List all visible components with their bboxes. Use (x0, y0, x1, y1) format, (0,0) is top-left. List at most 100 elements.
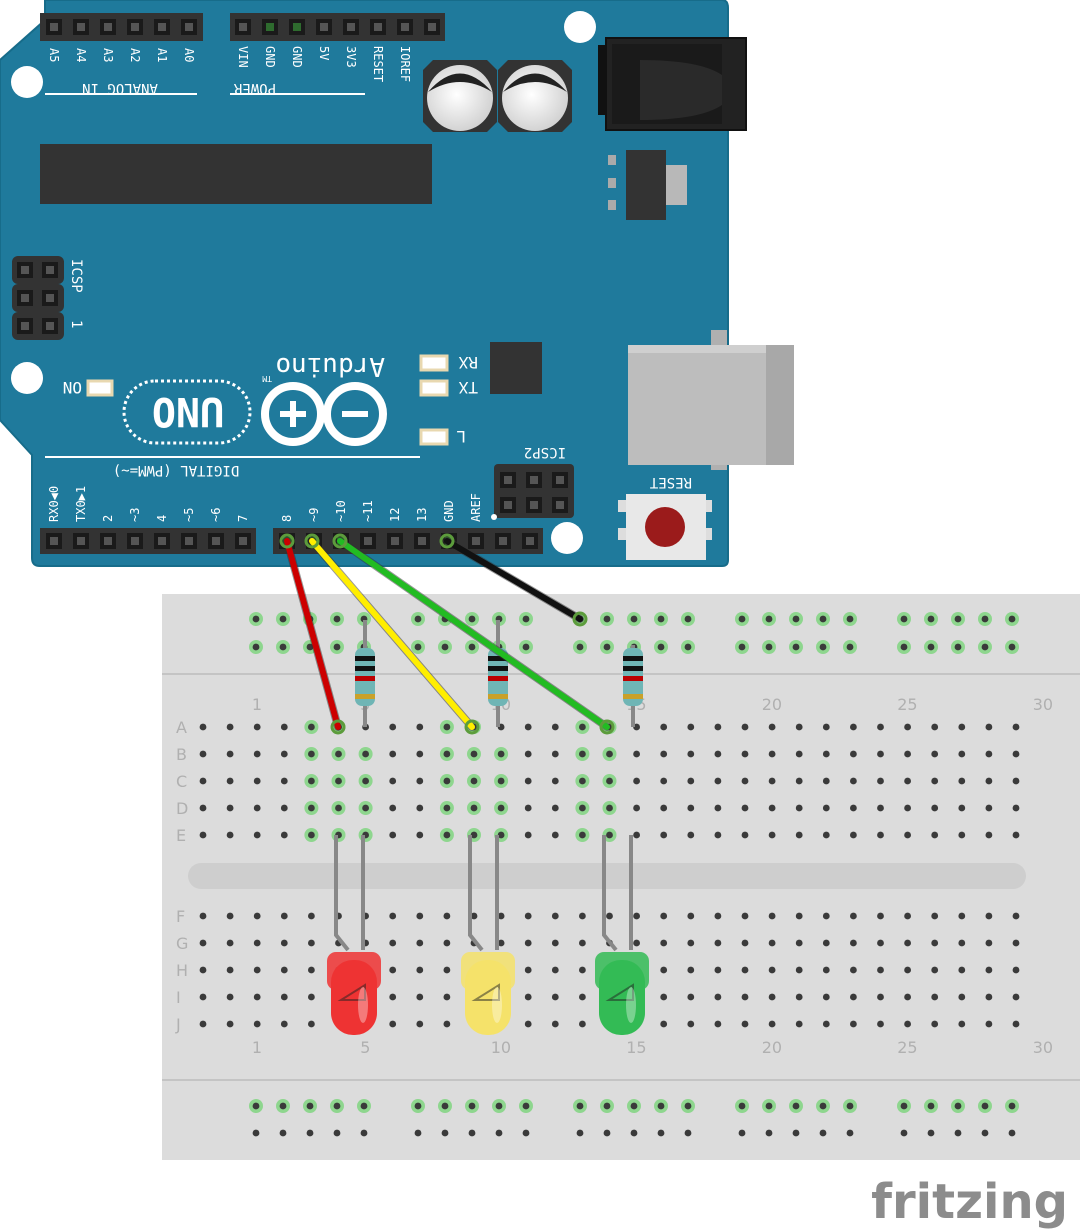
power-pin-vin[interactable] (235, 19, 251, 35)
rail-hole[interactable] (441, 1102, 449, 1110)
breadboard-hole[interactable] (931, 804, 939, 812)
breadboard-hole[interactable] (795, 966, 803, 974)
rail-hole[interactable] (252, 1102, 260, 1110)
breadboard-hole[interactable] (931, 912, 939, 920)
rail-hole[interactable] (954, 1102, 962, 1110)
rail-hole[interactable] (927, 615, 935, 623)
analog-pin-a0[interactable] (181, 19, 197, 35)
breadboard-hole[interactable] (524, 939, 532, 947)
breadboard-hole[interactable] (606, 831, 613, 839)
breadboard-hole[interactable] (741, 777, 749, 785)
rail-hole[interactable] (792, 615, 800, 623)
breadboard-hole[interactable] (850, 993, 857, 1001)
breadboard-hole[interactable] (687, 966, 695, 974)
rail-hole[interactable] (603, 1102, 611, 1110)
digital-pin[interactable] (154, 533, 170, 549)
analog-pin-a3[interactable] (100, 19, 116, 35)
breadboard-hole[interactable] (904, 1020, 911, 1028)
breadboard-hole[interactable] (443, 831, 451, 839)
breadboard-hole[interactable] (714, 723, 722, 731)
breadboard-hole[interactable] (687, 750, 695, 758)
breadboard-hole[interactable] (524, 831, 532, 839)
breadboard-hole[interactable] (606, 750, 613, 758)
breadboard-hole[interactable] (524, 966, 532, 974)
analog-pin-a5[interactable] (46, 19, 62, 35)
breadboard-hole[interactable] (877, 831, 884, 839)
breadboard-hole[interactable] (741, 939, 749, 947)
breadboard-hole[interactable] (877, 993, 884, 1001)
rail-hole[interactable] (900, 615, 908, 623)
rail-hole[interactable] (819, 643, 827, 651)
breadboard-hole[interactable] (443, 804, 451, 812)
breadboard-hole[interactable] (768, 777, 776, 785)
breadboard-hole[interactable] (389, 1020, 397, 1028)
breadboard-hole[interactable] (877, 804, 884, 812)
breadboard-hole[interactable] (416, 831, 424, 839)
rail-hole[interactable] (414, 1129, 422, 1137)
rail-hole[interactable] (495, 1102, 503, 1110)
breadboard-hole[interactable] (335, 804, 342, 812)
breadboard-hole[interactable] (199, 939, 207, 947)
rail-hole[interactable] (522, 1129, 530, 1137)
digital-pin-unlabeled[interactable] (495, 533, 511, 549)
breadboard-hole[interactable] (551, 912, 559, 920)
breadboard-hole[interactable] (308, 831, 315, 839)
breadboard-hole[interactable] (199, 1020, 207, 1028)
breadboard-hole[interactable] (822, 750, 830, 758)
breadboard-hole[interactable] (389, 723, 397, 731)
breadboard-hole[interactable] (416, 993, 424, 1001)
rail-hole[interactable] (468, 1129, 476, 1137)
breadboard-hole[interactable] (741, 993, 749, 1001)
breadboard-hole[interactable] (551, 831, 559, 839)
breadboard-hole[interactable] (958, 777, 966, 785)
breadboard-hole[interactable] (714, 831, 722, 839)
rail-hole[interactable] (1008, 643, 1016, 651)
breadboard-hole[interactable] (687, 939, 695, 947)
breadboard-hole[interactable] (226, 777, 234, 785)
breadboard-hole[interactable] (741, 804, 749, 812)
breadboard-hole[interactable] (524, 993, 532, 1001)
breadboard-hole[interactable] (850, 804, 857, 812)
breadboard-hole[interactable] (741, 750, 749, 758)
breadboard-hole[interactable] (389, 912, 397, 920)
breadboard-hole[interactable] (795, 777, 803, 785)
breadboard-hole[interactable] (714, 912, 722, 920)
breadboard-hole[interactable] (714, 1020, 722, 1028)
analog-pin-a4[interactable] (73, 19, 89, 35)
breadboard-hole[interactable] (904, 993, 911, 1001)
icsp2-pin[interactable] (526, 472, 542, 488)
breadboard-hole[interactable] (389, 804, 397, 812)
breadboard-hole[interactable] (470, 912, 478, 920)
rail-hole[interactable] (792, 643, 800, 651)
breadboard-hole[interactable] (524, 1020, 532, 1028)
breadboard-hole[interactable] (931, 966, 939, 974)
breadboard-hole[interactable] (877, 750, 884, 758)
rail-hole[interactable] (333, 643, 341, 651)
breadboard-hole[interactable] (1012, 750, 1020, 758)
breadboard-hole[interactable] (904, 831, 911, 839)
digital-pin[interactable] (235, 533, 251, 549)
rail-hole[interactable] (954, 615, 962, 623)
breadboard-hole[interactable] (877, 1020, 884, 1028)
breadboard-hole[interactable] (850, 966, 857, 974)
rail-hole[interactable] (1008, 1129, 1016, 1137)
breadboard-hole[interactable] (931, 993, 939, 1001)
rail-hole[interactable] (603, 643, 611, 651)
rail-hole[interactable] (954, 1129, 962, 1137)
power-pin-unlabeled[interactable] (424, 19, 440, 35)
rail-hole[interactable] (765, 1102, 773, 1110)
breadboard-hole[interactable] (931, 1020, 939, 1028)
breadboard-hole[interactable] (551, 723, 559, 731)
power-pin-reset[interactable] (370, 19, 386, 35)
breadboard-hole[interactable] (416, 750, 424, 758)
breadboard-hole[interactable] (660, 804, 668, 812)
breadboard-hole[interactable] (795, 750, 803, 758)
rail-hole[interactable] (900, 643, 908, 651)
breadboard-hole[interactable] (795, 804, 803, 812)
breadboard-hole[interactable] (443, 750, 451, 758)
rail-hole[interactable] (279, 615, 287, 623)
power-pin-gnd[interactable] (289, 19, 305, 35)
rail-hole[interactable] (819, 1129, 827, 1137)
breadboard-hole[interactable] (579, 939, 586, 947)
breadboard-hole[interactable] (904, 723, 911, 731)
